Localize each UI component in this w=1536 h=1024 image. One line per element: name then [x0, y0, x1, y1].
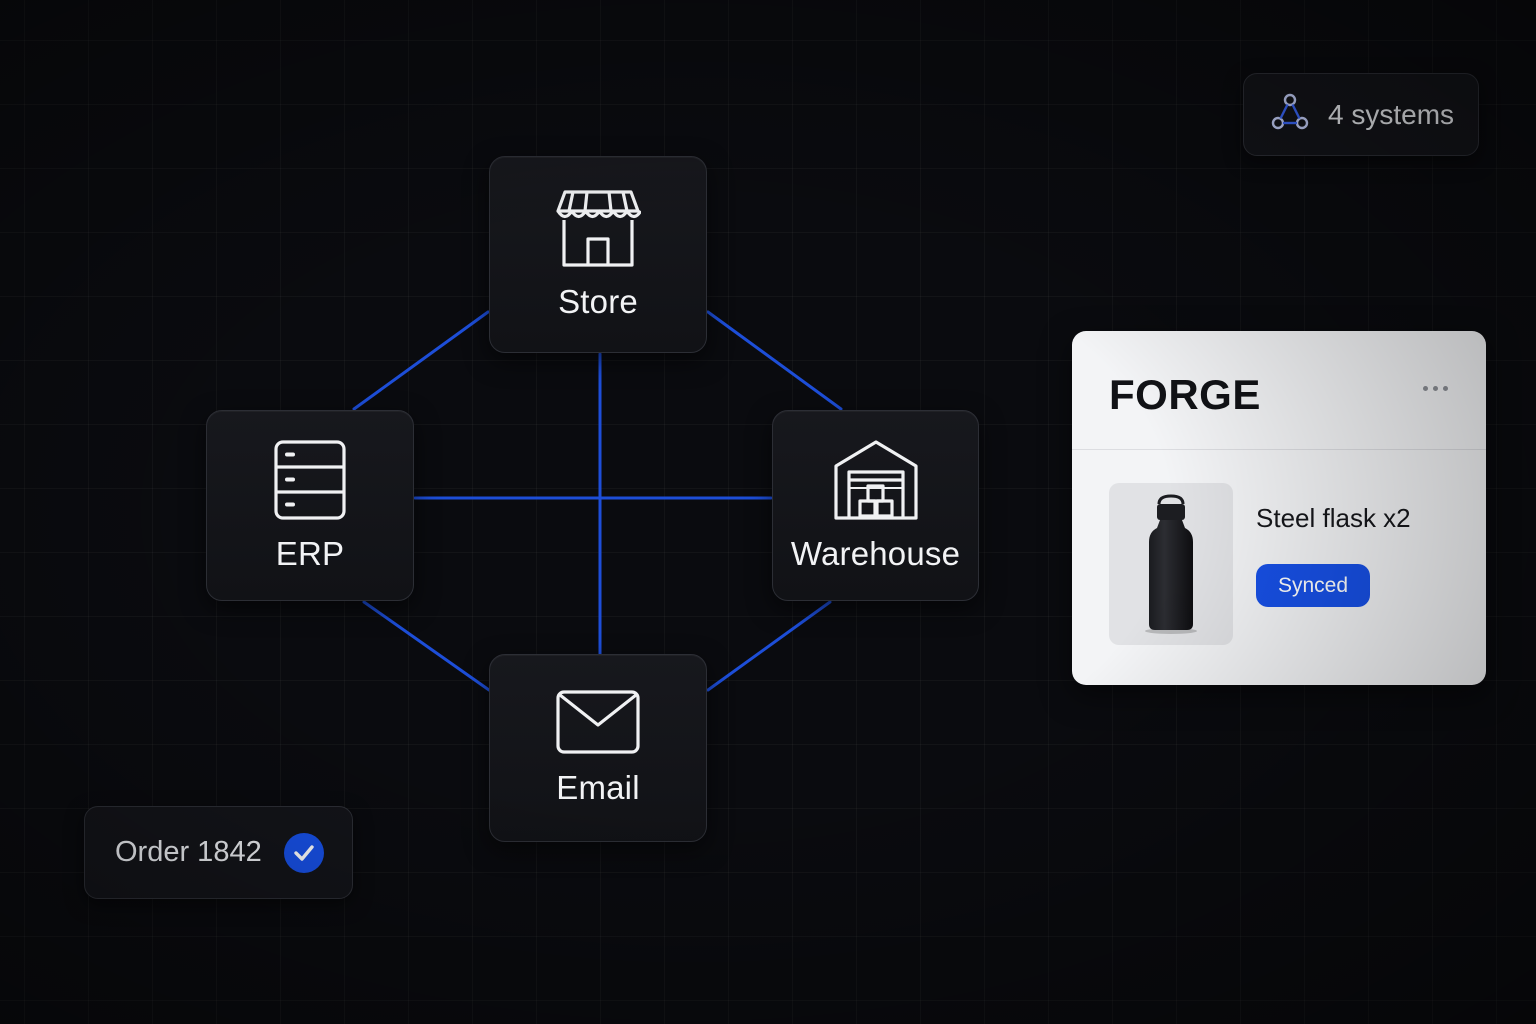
node-email-label: Email — [556, 769, 640, 806]
systems-count-pill[interactable]: 4 systems — [1243, 73, 1479, 156]
check-circle-icon — [283, 832, 324, 873]
node-store-label: Store — [558, 282, 638, 320]
order-status-pill[interactable]: Order 1842 — [84, 806, 353, 899]
node-warehouse[interactable]: Warehouse — [772, 410, 979, 601]
product-card[interactable]: FORGE Steel flask x2 Sync — [1072, 331, 1486, 685]
card-header: FORGE — [1072, 331, 1486, 450]
more-horizontal-icon[interactable] — [1423, 386, 1448, 391]
envelope-icon — [555, 689, 641, 755]
connector-erp-email — [362, 600, 491, 692]
product-thumbnail — [1109, 483, 1233, 645]
node-store[interactable]: Store — [489, 156, 707, 353]
bottle-icon — [1145, 494, 1197, 634]
network-icon — [1270, 92, 1310, 137]
server-rack-icon — [273, 439, 347, 521]
connector-store-warehouse — [706, 310, 843, 411]
brand-title: FORGE — [1109, 371, 1261, 418]
connector-warehouse-email — [706, 600, 832, 692]
product-name: Steel flask x2 — [1256, 503, 1411, 533]
node-erp[interactable]: ERP — [206, 410, 414, 601]
warehouse-icon — [833, 439, 919, 521]
node-erp-label: ERP — [275, 534, 345, 572]
systems-count-label: 4 systems — [1328, 98, 1455, 130]
node-email[interactable]: Email — [489, 654, 707, 842]
connector-store-erp — [352, 310, 490, 411]
sync-status-badge: Synced — [1256, 564, 1370, 607]
node-warehouse-label: Warehouse — [790, 534, 961, 572]
order-label: Order 1842 — [115, 836, 262, 868]
storefront-icon — [555, 189, 641, 269]
